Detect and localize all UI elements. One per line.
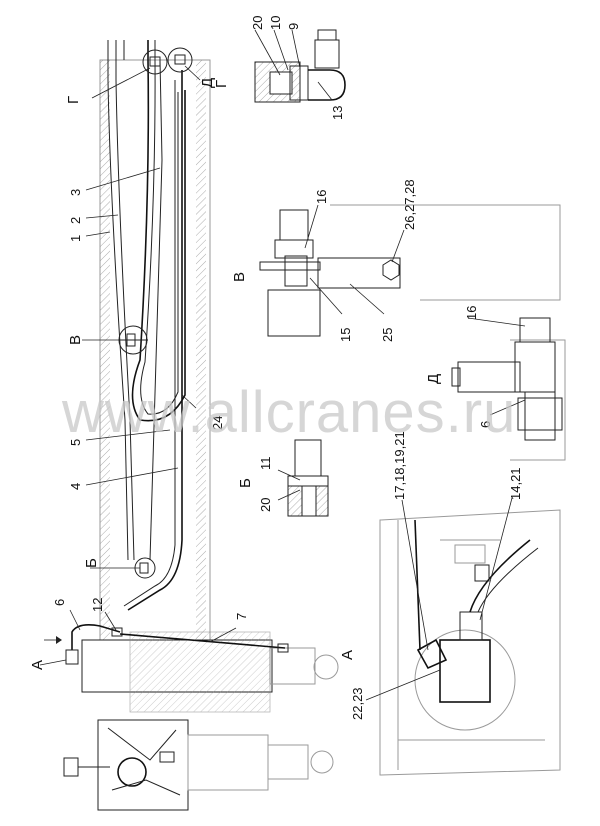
v-fitting-lower bbox=[267, 289, 321, 337]
label-v-title: В bbox=[231, 272, 248, 282]
label-g-20: 20 bbox=[250, 16, 265, 30]
label-7: 7 bbox=[234, 613, 249, 620]
cylinder-rod bbox=[269, 647, 316, 685]
label-6: 6 bbox=[52, 599, 67, 606]
label-v-15: 15 bbox=[338, 328, 353, 342]
label-b-left: Б bbox=[83, 558, 100, 568]
label-12: 12 bbox=[90, 598, 105, 612]
detail-v bbox=[259, 204, 561, 337]
label-b-title: Б bbox=[237, 478, 254, 488]
elbow-17 bbox=[416, 638, 448, 670]
cylinder-guard bbox=[129, 631, 271, 713]
cylinder-eye bbox=[313, 654, 339, 680]
hose-6 bbox=[71, 624, 121, 650]
label-v-16: 16 bbox=[314, 190, 329, 204]
hose-1 bbox=[107, 40, 129, 561]
label-v-26: 26,27,28 bbox=[402, 179, 417, 230]
detail-a bbox=[379, 509, 561, 776]
label-b-11: 11 bbox=[258, 457, 273, 471]
detail-b bbox=[287, 439, 329, 517]
labels: Г Д Г 3 2 1 В 5 24 4 Б 6 12 7 А 20 10 9 … bbox=[29, 16, 523, 720]
elbow-fitting bbox=[308, 69, 346, 101]
label-4: 4 bbox=[68, 483, 83, 490]
clamp-d-circle bbox=[167, 47, 193, 73]
label-d-6: 6 bbox=[478, 421, 493, 428]
watermark-text: www.allcranes.ru bbox=[61, 380, 516, 445]
label-d-title: Д bbox=[425, 374, 442, 384]
label-b-20: 20 bbox=[258, 498, 273, 512]
fitting-6 bbox=[65, 649, 79, 665]
label-g-10: 10 bbox=[268, 16, 283, 30]
label-g-top: Г bbox=[213, 80, 230, 88]
label-d-top: Д bbox=[199, 78, 216, 88]
label-a-17: 17,18,19,21 bbox=[392, 431, 407, 500]
pipe-7 bbox=[119, 633, 286, 649]
leader-lines bbox=[39, 29, 526, 701]
label-2: 2 bbox=[68, 217, 83, 224]
label-d-16: 16 bbox=[464, 306, 479, 320]
bracket-25 bbox=[317, 257, 401, 289]
label-v-25: 25 bbox=[380, 328, 395, 342]
label-a-14: 14,21 bbox=[508, 467, 523, 500]
end-view bbox=[63, 719, 334, 811]
label-a-arrow: А bbox=[29, 660, 46, 670]
label-1: 1 bbox=[68, 235, 83, 242]
label-v-left: В bbox=[67, 335, 84, 345]
hose-14 bbox=[469, 539, 531, 613]
label-g-13: 13 bbox=[330, 106, 345, 120]
pipe-right-1 bbox=[127, 70, 183, 611]
bolt-hex bbox=[382, 259, 400, 281]
boom-wall-left bbox=[100, 60, 110, 640]
fitting-12 bbox=[111, 627, 123, 637]
hose-3 bbox=[149, 59, 163, 561]
label-3: 3 bbox=[68, 189, 83, 196]
hose-loop-outer bbox=[131, 40, 186, 422]
hose-2 bbox=[115, 40, 135, 561]
label-g-left: Г bbox=[65, 96, 82, 104]
label-a-22: 22,23 bbox=[350, 687, 365, 720]
label-g-9: 9 bbox=[286, 23, 301, 30]
boom-wall-right bbox=[196, 60, 206, 640]
hose-loop-inner bbox=[140, 40, 179, 415]
label-a-title: А bbox=[339, 650, 356, 660]
label-5: 5 bbox=[68, 439, 83, 446]
boom-assembly bbox=[65, 40, 339, 713]
detail-g bbox=[254, 29, 346, 103]
pipe-right-2 bbox=[123, 80, 176, 607]
clamp-g-circle bbox=[142, 49, 168, 75]
valve-block bbox=[439, 639, 491, 703]
label-24: 24 bbox=[210, 416, 225, 430]
detail-d bbox=[451, 317, 566, 461]
